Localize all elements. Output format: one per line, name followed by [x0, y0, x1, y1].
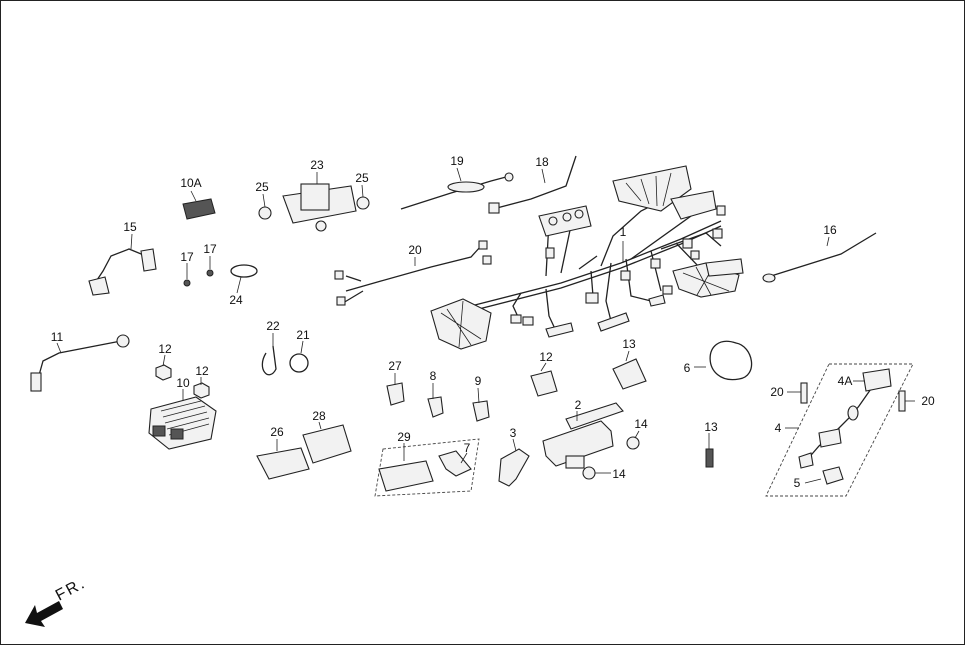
label-1: 1: [620, 225, 627, 239]
bolt-25-a: [258, 206, 272, 220]
label-12-b: 12: [195, 364, 209, 378]
label-20-c: 20: [921, 394, 935, 408]
group-outline-29: [374, 438, 480, 497]
module-28: [302, 424, 352, 464]
label-17-a: 17: [180, 250, 194, 264]
label-28: 28: [312, 409, 326, 423]
clamp-22: [261, 345, 277, 376]
connector-5: [822, 466, 844, 485]
label-25-a: 25: [255, 180, 269, 194]
connector-12-c: [530, 370, 558, 397]
label-3: 3: [510, 426, 517, 440]
bolt-20-c: [898, 390, 906, 412]
band-24: [230, 264, 258, 278]
label-21: 21: [296, 328, 310, 342]
label-26: 26: [270, 425, 284, 439]
label-17-b: 17: [203, 242, 217, 256]
label-25-b: 25: [355, 171, 369, 185]
regulator-10: [148, 396, 217, 450]
bolt-14-b: [582, 466, 596, 480]
connector-29: [378, 460, 434, 492]
starter-relay-23: [282, 183, 357, 232]
main-wire-harness: [430, 165, 744, 350]
ignition-coil: [542, 402, 624, 469]
label-10a: 10A: [180, 176, 201, 190]
clip-8: [427, 396, 444, 418]
label-20-a: 20: [408, 243, 422, 257]
label-15: 15: [123, 220, 137, 234]
clip-9: [472, 400, 490, 422]
connector-13-a: [612, 358, 647, 390]
bolt-13-b: [705, 448, 714, 468]
clip-27: [386, 382, 405, 406]
label-5: 5: [794, 476, 801, 490]
nut-12-a: [155, 364, 172, 381]
label-18: 18: [535, 155, 549, 169]
label-6: 6: [684, 361, 691, 375]
clip-7: [438, 450, 472, 477]
spark-plug-cap: [498, 448, 530, 487]
ecu-26: [256, 447, 310, 480]
label-8: 8: [430, 369, 437, 383]
label-4a: 4A: [838, 374, 853, 388]
nut-12-b: [193, 382, 210, 399]
label-7: 7: [464, 441, 471, 455]
label-12-c: 12: [539, 350, 553, 364]
label-24: 24: [229, 293, 243, 307]
bolt-20-b: [800, 382, 808, 404]
label-13-b: 13: [704, 420, 718, 434]
label-10: 10: [176, 376, 190, 390]
harness-20: [345, 245, 482, 292]
sensor-harness-4: [798, 368, 892, 485]
label-14-b: 14: [612, 467, 626, 481]
label-23: 23: [310, 158, 324, 172]
leader-lines: [56, 167, 915, 484]
group-outline-4: [765, 363, 914, 497]
front-direction-label: FR.: [53, 575, 89, 605]
label-12-a: 12: [158, 342, 172, 356]
screw-17-a: [183, 279, 191, 287]
label-9: 9: [475, 374, 482, 388]
bolt-25-b: [356, 196, 370, 210]
label-13-a: 13: [622, 337, 636, 351]
wire-clamp-6: [709, 340, 753, 381]
label-27: 27: [388, 359, 402, 373]
label-4: 4: [775, 421, 782, 435]
label-19: 19: [450, 154, 464, 168]
sensor-cable-11: [30, 334, 130, 392]
front-arrow-icon: FR.: [25, 575, 89, 627]
label-16: 16: [823, 223, 837, 237]
label-11: 11: [51, 330, 64, 344]
cable-18: [492, 155, 577, 210]
label-29: 29: [397, 430, 411, 444]
screw-17-b: [206, 269, 214, 277]
bolt-14-a: [626, 436, 640, 450]
label-14-a: 14: [634, 417, 648, 431]
label-2: 2: [575, 398, 582, 412]
relay-10a: [182, 198, 216, 220]
label-20-b: 20: [770, 385, 784, 399]
clamp-21: [289, 353, 309, 373]
part-labels: 1 2 3 4 4A 5 6 7 8 9 10 10A 11 12 12 12 …: [51, 154, 935, 490]
cable-16: [770, 232, 877, 277]
label-22: 22: [266, 319, 280, 333]
